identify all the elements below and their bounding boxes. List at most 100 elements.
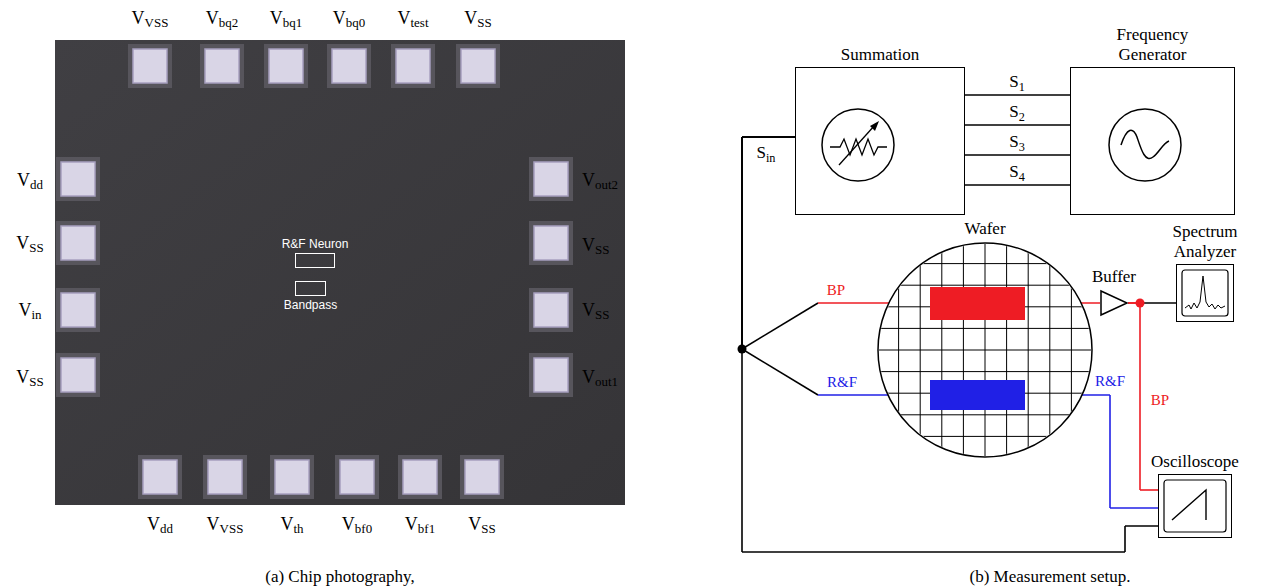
pin-name: Vin — [18, 300, 41, 321]
wire — [1110, 507, 1158, 509]
circuit-block: Bandpass — [295, 281, 326, 296]
pin-name: Vbf1 — [405, 514, 435, 535]
pin-name: VVSS — [207, 514, 244, 535]
subscript: 2 — [1019, 110, 1025, 124]
subscript: bq0 — [346, 15, 365, 30]
wire — [742, 349, 818, 395]
connector — [1128, 303, 1176, 304]
wire — [965, 94, 1070, 96]
wire — [742, 136, 795, 138]
instrument-box: Oscilloscope — [1158, 474, 1232, 538]
instrument-icon — [795, 67, 965, 215]
subscript: bf0 — [355, 521, 372, 536]
signal-label: S1 — [1008, 72, 1026, 92]
subscript: out1 — [595, 374, 618, 389]
signal-label: Sin — [756, 143, 777, 163]
signal-label: BP — [826, 282, 846, 299]
subscript: VSS — [220, 521, 244, 536]
wafer-outline — [877, 242, 1093, 458]
signal-label: R&F — [826, 374, 858, 391]
subscript: bq1 — [283, 15, 302, 30]
wire — [742, 136, 795, 138]
connector — [965, 185, 1070, 186]
subscript: in — [31, 307, 41, 322]
pin-name: VSS — [468, 514, 495, 535]
wafer-circle: Wafer — [877, 242, 1093, 458]
subscript: SS — [29, 374, 43, 389]
pin-name: Vout1 — [582, 367, 618, 388]
node-label: Frequency Generator — [1098, 25, 1208, 65]
pin-name: Vtest — [398, 8, 429, 29]
wire — [742, 136, 795, 138]
wire — [742, 551, 1125, 553]
pin-name: Vbq2 — [206, 8, 238, 29]
wire — [965, 184, 1070, 186]
signal-label: S4 — [1008, 162, 1026, 182]
wire — [965, 154, 1070, 156]
subscript: in — [766, 151, 776, 165]
subscript: SS — [595, 242, 609, 257]
subscript: test — [411, 15, 429, 30]
pin-name: VSS — [16, 367, 43, 388]
node-label: Spectrum Analyzer — [1165, 222, 1245, 262]
figure-caption: (b) Measurement setup. — [970, 567, 1131, 587]
wire — [742, 303, 818, 349]
subscript: th — [293, 521, 303, 536]
node-label: Bandpass — [284, 298, 337, 312]
connector — [965, 95, 1070, 96]
wire — [1125, 525, 1158, 527]
node-label: R&F Neuron — [282, 237, 349, 251]
wire — [1109, 395, 1111, 508]
subscript: SS — [29, 240, 43, 255]
connector — [742, 137, 1158, 552]
circuit-block: R&F Neuron — [295, 253, 335, 268]
bond-pads — [56, 44, 573, 499]
pin-name: Vbf0 — [342, 514, 372, 535]
chip-die — [55, 40, 625, 505]
signal-label: R&F — [1094, 373, 1126, 390]
pin-name: VSS — [582, 235, 609, 256]
instrument-icon — [1176, 264, 1234, 322]
instrument-icon — [1158, 474, 1232, 538]
pin-name: VSS — [16, 233, 43, 254]
subscript: SS — [481, 521, 495, 536]
pin-name: VSS — [464, 8, 491, 29]
pin-name: VSS — [582, 300, 609, 321]
wire — [741, 137, 743, 349]
wire — [741, 137, 743, 349]
wire — [1139, 303, 1141, 490]
connector — [965, 155, 1070, 156]
instrument-box: Frequency Generator — [1070, 67, 1235, 215]
node-label: Oscilloscope — [1151, 452, 1239, 472]
subscript: out2 — [595, 177, 618, 192]
wire — [1124, 526, 1126, 552]
node-label: Wafer — [964, 219, 1005, 239]
node-label: Buffer — [1092, 267, 1136, 287]
wire — [965, 124, 1070, 126]
pin-name: VVSS — [132, 8, 169, 29]
pin-name: Vth — [280, 514, 303, 535]
buffer-triangle: Buffer — [1100, 290, 1128, 316]
subscript: 4 — [1019, 170, 1025, 184]
subscript: bf1 — [418, 521, 435, 536]
wire — [1140, 489, 1158, 491]
junction-dot — [738, 345, 747, 354]
subscript: 3 — [1019, 140, 1025, 154]
subscript: dd — [160, 521, 173, 536]
pin-name: Vbq1 — [270, 8, 302, 29]
pin-name: Vdd — [147, 514, 173, 535]
signal-label: S3 — [1008, 132, 1026, 152]
instrument-box: Summation — [795, 67, 965, 215]
subscript: SS — [477, 15, 491, 30]
connector — [965, 125, 1070, 126]
pin-name: Vdd — [17, 170, 43, 191]
instrument-icon — [1100, 290, 1128, 316]
subscript: SS — [595, 307, 609, 322]
subscript: 1 — [1019, 80, 1025, 94]
subscript: bq2 — [219, 15, 238, 30]
wire — [1140, 302, 1176, 304]
signal-label: BP — [1150, 392, 1170, 409]
subscript: VSS — [145, 15, 169, 30]
figure-caption: (a) Chip photography, — [265, 567, 415, 587]
